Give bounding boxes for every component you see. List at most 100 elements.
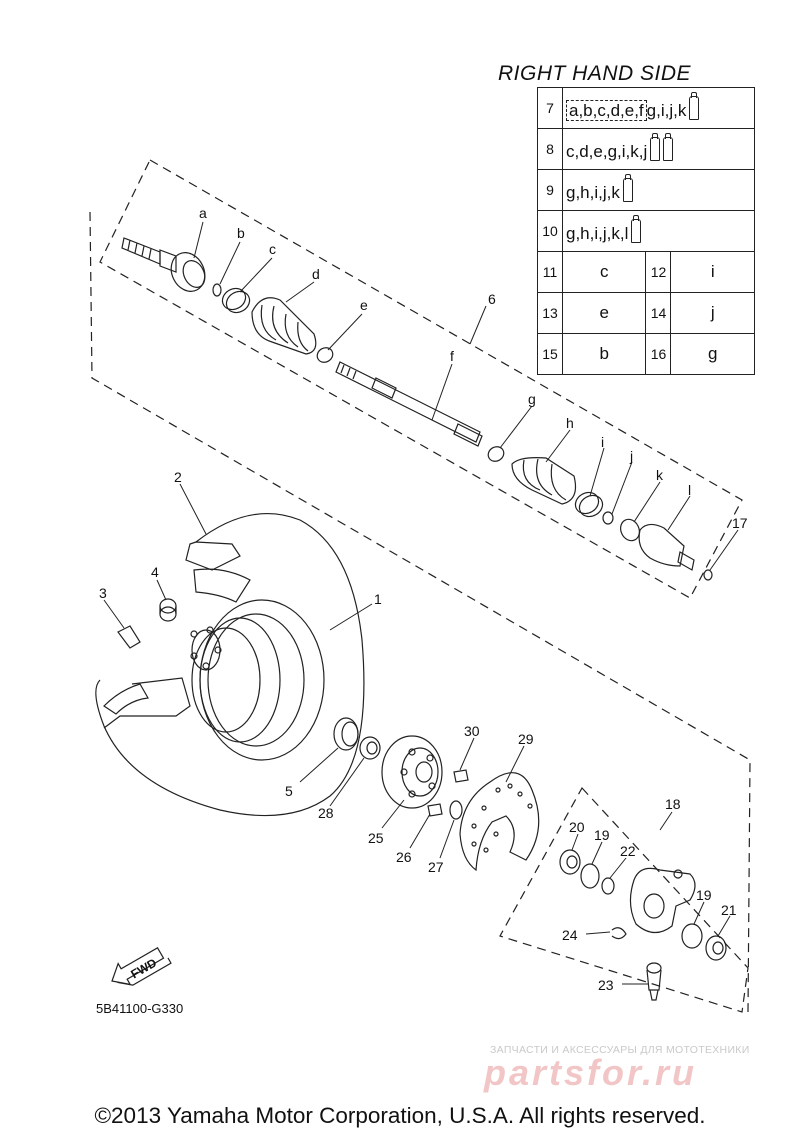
wheel-hub [381, 735, 443, 809]
grease-tube-icon [663, 132, 674, 161]
bearing-21 [705, 935, 727, 961]
part-label-h: h [566, 415, 574, 431]
ball-joint [646, 962, 662, 1001]
oil-seal [333, 717, 359, 751]
bearing-20 [559, 849, 581, 875]
callout-numbers: 6 17 2 1 4 3 5 28 25 26 27 30 29 18 20 1… [99, 291, 748, 993]
legend-pair-row: 15 b 16 g [537, 333, 755, 375]
grease-tube-icon [622, 173, 633, 202]
callout-17: 17 [732, 515, 748, 531]
ring-k [620, 518, 640, 542]
band-i [574, 491, 604, 518]
legend-row: 8 c,d,e,g,i,k,j [537, 128, 755, 170]
part-label-f: f [450, 348, 454, 364]
shaft-f [335, 361, 483, 447]
driveshaft-group-outline [99, 159, 743, 599]
band-e [316, 347, 334, 363]
legend-value: b [561, 333, 647, 375]
callout-23: 23 [598, 977, 614, 993]
side-title: RIGHT HAND SIDE [498, 62, 692, 85]
assembly-bracket-line [89, 211, 751, 1013]
legend-num: 12 [645, 251, 672, 293]
fwd-arrow [111, 946, 172, 986]
part-label-d: d [312, 266, 320, 282]
callout-25: 25 [368, 830, 384, 846]
legend-num: 8 [537, 128, 563, 170]
collar-19a [580, 863, 600, 889]
callout-21: 21 [721, 902, 737, 918]
boot-d [251, 297, 317, 355]
legend-value: c [561, 251, 647, 293]
callout-28: 28 [318, 805, 334, 821]
clip-b [212, 283, 222, 297]
brake-disc [459, 772, 540, 872]
part-label-a: a [199, 205, 207, 221]
steering-knuckle [629, 867, 696, 934]
bolt-26 [427, 803, 443, 817]
legend-pair-row: 13 e 14 j [537, 292, 755, 334]
part-label-i: i [601, 434, 604, 450]
legend-codes: g,h,i,j,k,l [566, 223, 629, 243]
part-letters: a b c d e f g h i j k l [199, 205, 691, 498]
tire [95, 513, 365, 817]
knuckle-group-outline [499, 786, 749, 1013]
legend-row: 9 g,h,i,j,k [537, 169, 755, 211]
callout-19-top: 19 [594, 827, 610, 843]
legend-value: i [670, 251, 755, 293]
callout-30: 30 [464, 723, 480, 739]
part-label-c: c [269, 241, 276, 257]
legend-num: 13 [537, 292, 563, 334]
callout-18: 18 [665, 796, 681, 812]
callout-29: 29 [518, 731, 534, 747]
leader-lines [103, 221, 739, 985]
part-label-k: k [656, 467, 664, 483]
band-c [221, 287, 251, 314]
part-label-l: l [688, 482, 691, 498]
legend-num: 14 [645, 292, 672, 334]
legend-pair-row: 11 c 12 i [537, 251, 755, 293]
callout-19-bottom: 19 [696, 887, 712, 903]
part-label-b: b [237, 225, 245, 241]
callout-2: 2 [174, 469, 182, 485]
legend-value: j [670, 292, 755, 334]
legend-num: 16 [645, 333, 672, 375]
cv-joint-outer [121, 237, 206, 292]
watermark-tagline: ЗАПЧАСТИ И АКСЕССУАРЫ ДЛЯ МОТОТЕХНИКИ [490, 1044, 750, 1056]
legend-num: 7 [537, 87, 563, 129]
legend-codes: g,i,j,k [646, 100, 687, 120]
callout-22: 22 [620, 843, 636, 859]
callout-6: 6 [488, 291, 496, 307]
part-label-g: g [528, 391, 536, 407]
legend-num: 10 [537, 210, 563, 252]
legend-num: 11 [537, 251, 563, 293]
watermark-logo: partsfor.ru [484, 1052, 698, 1093]
legend-value: e [561, 292, 647, 334]
hub-nut [359, 736, 381, 760]
legend-codes: g,h,i,j,k [566, 182, 620, 202]
o-ring [449, 800, 463, 820]
callout-27: 27 [428, 859, 444, 875]
callout-3: 3 [99, 585, 107, 601]
callout-24: 24 [562, 927, 578, 943]
legend-num: 9 [537, 169, 563, 211]
wheel-nut [159, 598, 177, 622]
legend-codes: c,d,e,g,i,k,j [566, 141, 648, 161]
callout-20: 20 [569, 819, 585, 835]
legend-value: g [670, 333, 755, 375]
part-label-j: j [629, 448, 633, 464]
callout-26: 26 [396, 849, 412, 865]
callout-5: 5 [285, 783, 293, 799]
clip-17 [703, 569, 713, 581]
clip-22 [601, 877, 615, 895]
wheel-rim [190, 599, 325, 761]
part-label-e: e [360, 297, 368, 313]
legend-num: 15 [537, 333, 563, 375]
fwd-label: FWD [128, 955, 159, 981]
grease-tube-icon [689, 91, 700, 120]
callout-1: 1 [374, 591, 382, 607]
copyright-notice: ©2013 Yamaha Motor Corporation, U.S.A. A… [94, 1103, 706, 1128]
boot-h [511, 457, 577, 505]
callout-4: 4 [151, 564, 159, 580]
